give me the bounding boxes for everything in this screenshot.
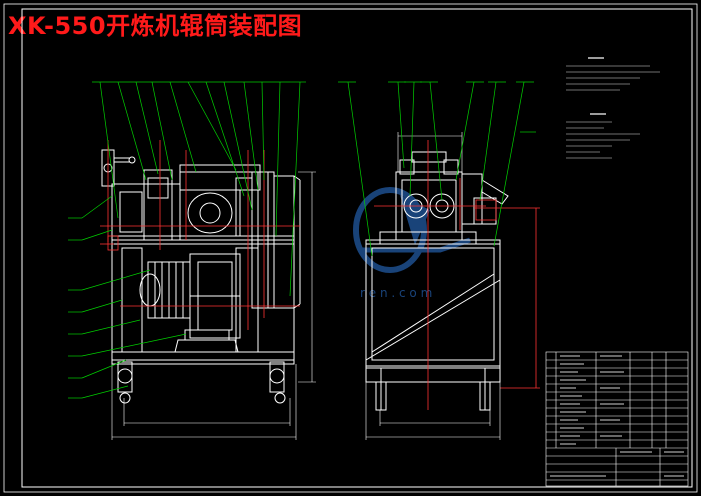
watermark-text: r e n . c o m xyxy=(360,286,432,300)
side-view-leaders xyxy=(338,81,536,257)
parts-list-entries xyxy=(550,355,684,477)
watermark: r e n . c o m xyxy=(353,187,471,300)
front-view-leaders xyxy=(68,81,306,399)
parts-list xyxy=(545,351,689,487)
front-view xyxy=(101,149,301,404)
side-view-centerlines xyxy=(374,140,540,410)
inner-frame xyxy=(21,8,693,488)
outer-frame xyxy=(3,3,698,493)
front-view-dimensions xyxy=(111,171,316,440)
technical-notes xyxy=(566,57,660,159)
drawing-title: XK-550开炼机辊筒装配图 xyxy=(8,12,303,40)
front-view-centerlines xyxy=(100,140,300,330)
side-view-dimensions xyxy=(365,132,501,440)
